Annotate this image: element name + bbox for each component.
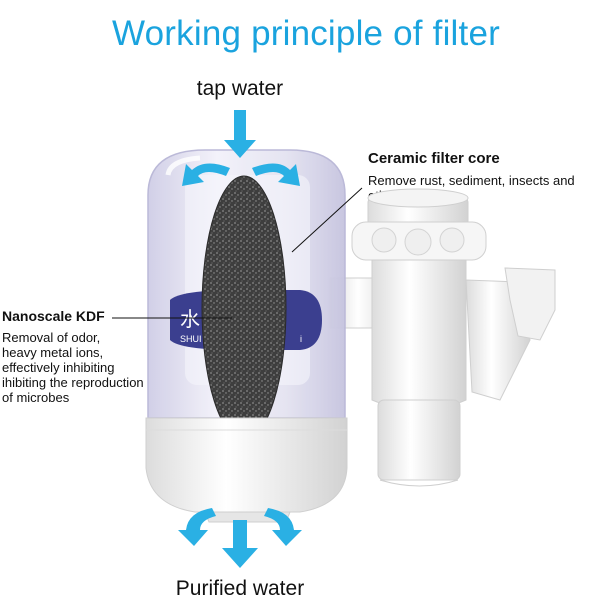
kdf-desc-line-5: of microbes [2,390,70,405]
nanoscale-kdf-heading: Nanoscale KDF [2,308,105,324]
faucet-valve [329,188,556,487]
product-label-brand-tail: i [300,334,302,344]
flow-arrows [178,110,302,568]
filter-bottom-cap [145,417,348,523]
spread-right-arrow-icon [252,163,300,186]
tap-water-label: tap water [196,77,284,100]
outlet-left-arrow-icon [178,508,216,546]
ceramic-desc-line-1: Remove rust, sediment, insects and [368,173,575,188]
outlet-right-arrow-icon [264,508,302,546]
ceramic-leader-line [291,187,363,253]
kdf-desc-line-4: ihibiting the reproduction [2,375,144,390]
spread-left-arrow-icon [182,163,230,186]
nanoscale-kdf-description: Removal of odor, heavy metal ions, effec… [2,330,152,405]
kdf-desc-line-3: effectively inhibiting [2,360,115,375]
kdf-desc-line-2: heavy metal ions, [2,345,104,360]
inlet-arrow-icon [224,110,256,158]
ceramic-filter-core [201,175,287,441]
kdf-desc-line-1: Removal of odor, [2,330,101,345]
ceramic-filter-core-heading: Ceramic filter core [368,150,500,167]
product-label-brand-text: SHUI L [180,334,209,344]
purified-water-label: Purified water [175,577,305,600]
diagram-title: Working principle of filter [112,14,500,53]
outlet-arrow-icon [222,520,258,568]
